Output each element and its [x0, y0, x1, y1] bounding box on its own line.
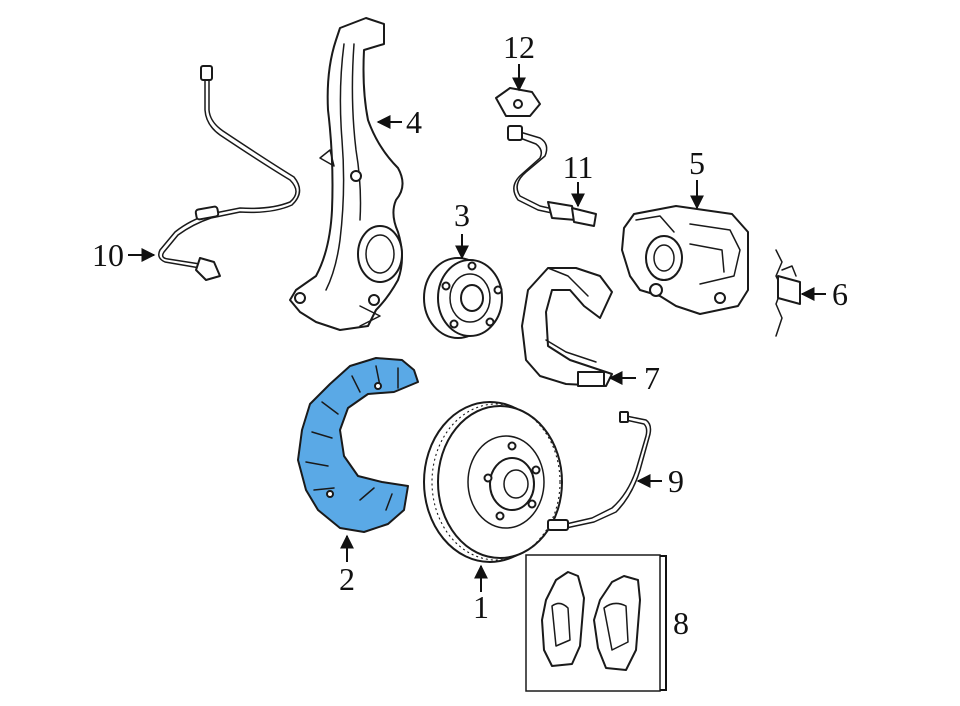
part-8-brake-pads[interactable] — [525, 554, 661, 692]
dust-shield-fill — [297, 357, 419, 533]
callout-1[interactable]: 1 — [473, 589, 489, 625]
part-11-brake-hose[interactable] — [507, 125, 597, 227]
part-4-steering-knuckle[interactable] — [289, 17, 404, 331]
part-9-wear-sensor[interactable] — [547, 411, 652, 531]
callout-labels: 1 2 3 4 5 6 7 8 9 10 11 12 — [92, 29, 848, 641]
callout-3[interactable]: 3 — [454, 197, 470, 233]
callout-2[interactable]: 2 — [339, 561, 355, 597]
callout-9[interactable]: 9 — [668, 463, 684, 499]
part-10-abs-sensor[interactable] — [158, 65, 301, 281]
callout-4[interactable]: 4 — [406, 104, 422, 140]
callout-7[interactable]: 7 — [644, 360, 660, 396]
callout-6[interactable]: 6 — [832, 276, 848, 312]
callout-12[interactable]: 12 — [503, 29, 535, 65]
callout-8[interactable]: 8 — [673, 605, 689, 641]
callout-5[interactable]: 5 — [689, 145, 705, 181]
leader-lines — [128, 64, 826, 691]
leader-8 — [660, 555, 667, 691]
callout-10[interactable]: 10 — [92, 237, 124, 273]
part-5-brake-caliper[interactable] — [621, 205, 749, 315]
part-2-dust-shield[interactable] — [297, 357, 419, 533]
part-7-caliper-bracket[interactable] — [521, 267, 613, 387]
part-1-brake-rotor[interactable] — [423, 401, 563, 563]
part-3-wheel-hub[interactable] — [423, 257, 503, 339]
callout-11[interactable]: 11 — [563, 149, 594, 185]
brake-pads-box — [525, 554, 661, 692]
part-12-bracket[interactable] — [495, 87, 541, 117]
part-6-pad-clip[interactable] — [775, 249, 801, 337]
